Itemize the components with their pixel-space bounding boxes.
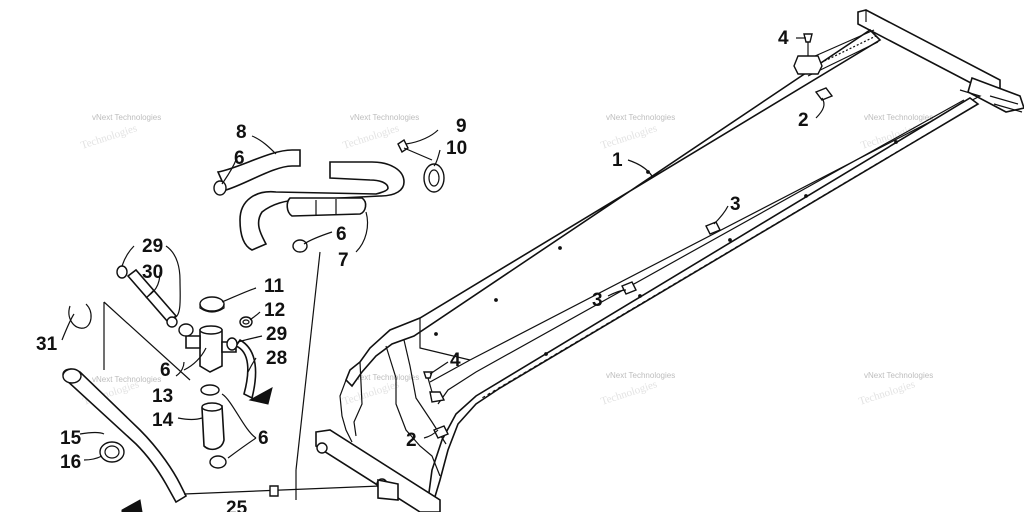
svg-text:Technologies: Technologies [341, 122, 400, 151]
watermark-3: vNext Technologies [606, 113, 675, 122]
callout-6-middle: 6 [160, 360, 171, 381]
callout-6-upper-left: 6 [234, 148, 245, 169]
callout-4-top: 4 [778, 28, 789, 49]
callout-6-lower: 6 [258, 428, 269, 449]
callout-11: 11 [264, 276, 285, 297]
callout-2-bottom: 2 [406, 430, 417, 451]
svg-text:Technologies: Technologies [857, 378, 916, 407]
callout-3-right: 3 [730, 194, 741, 215]
svg-text:Technologies: Technologies [599, 378, 658, 407]
callout-14: 14 [152, 410, 174, 431]
callout-6-upper-right: 6 [336, 224, 347, 245]
rail-holes [434, 140, 898, 356]
callout-30: 30 [142, 262, 163, 283]
watermark-5: vNext Technologies [92, 375, 161, 384]
callout-3-left: 3 [592, 290, 603, 311]
watermark-7: vNext Technologies [606, 371, 675, 380]
watermark-2: vNext Technologies [350, 113, 419, 122]
callout-15: 15 [60, 428, 82, 449]
callout-28: 28 [266, 348, 287, 369]
callout-4-bottom: 4 [450, 350, 461, 371]
callout-1: 1 [612, 150, 623, 171]
tunnel-frame [315, 9, 1024, 512]
callout-12: 12 [264, 300, 285, 321]
callouts: 1 2 2 3 3 4 4 6 6 6 6 7 8 9 10 11 12 13 … [36, 28, 809, 512]
svg-text:Technologies: Technologies [599, 122, 658, 151]
hose-assembly [62, 138, 445, 512]
callout-29-right: 29 [266, 324, 287, 345]
callout-10: 10 [446, 138, 467, 159]
leader-lines [61, 37, 825, 461]
callout-29-top: 29 [142, 236, 163, 257]
callout-9: 9 [456, 116, 467, 137]
watermark-6: vNext Technologies [350, 373, 419, 382]
callout-8: 8 [236, 122, 247, 143]
callout-2-top: 2 [798, 110, 809, 131]
svg-text:Technologies: Technologies [79, 122, 138, 151]
watermark-8: vNext Technologies [864, 371, 933, 380]
callout-31: 31 [36, 334, 58, 355]
callout-16: 16 [60, 452, 81, 473]
watermark-4: vNext Technologies [864, 113, 933, 122]
callout-25: 25 [226, 498, 248, 512]
callout-7: 7 [338, 250, 349, 271]
callout-13: 13 [152, 386, 173, 407]
watermark-1: vNext Technologies [92, 113, 161, 122]
